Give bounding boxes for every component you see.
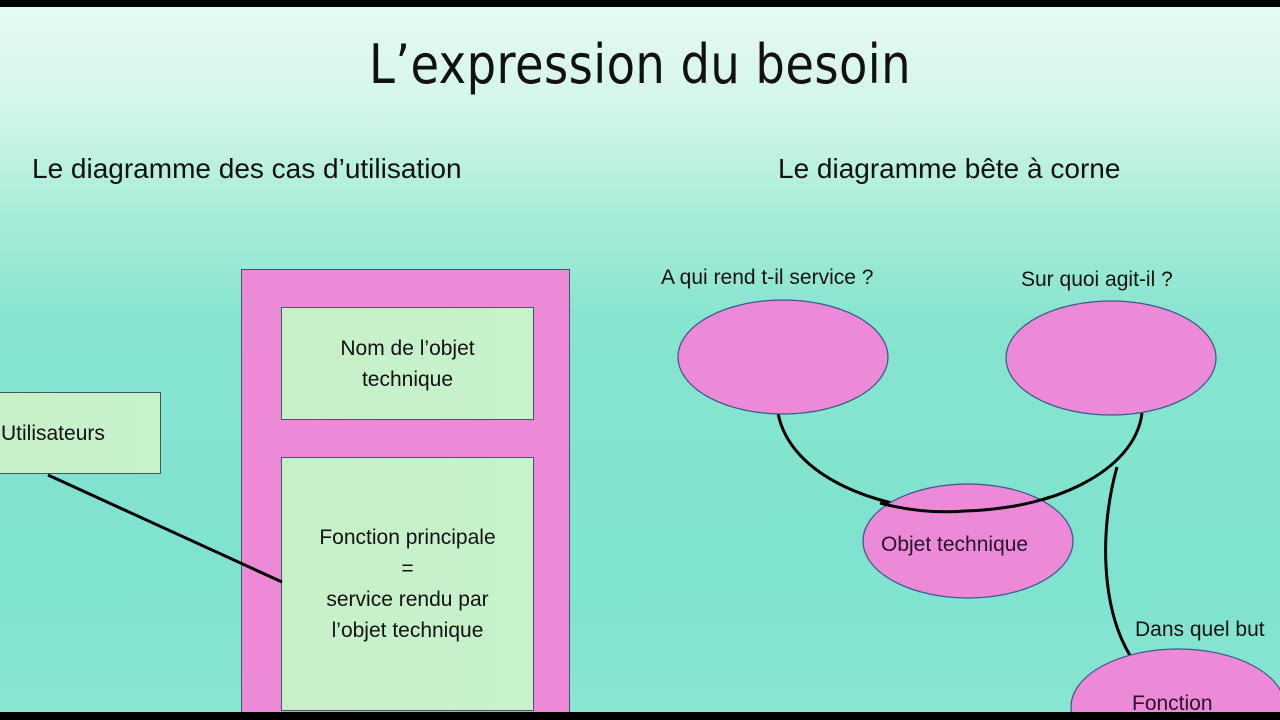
object-name-box: Nom de l’objet technique [281, 307, 534, 420]
slide-title: L’expression du besoin [368, 33, 912, 96]
question-who: A qui rend t-il service ? [661, 266, 874, 289]
slide: L’expression du besoin Le diagramme des … [0, 7, 1280, 712]
horn-curve [776, 412, 1144, 513]
function-ellipse-label: Fonction [1132, 692, 1213, 712]
actor-association-line [47, 473, 283, 584]
bottom-black-bar [0, 712, 1280, 720]
question-what: Sur quoi agit-il ? [1021, 268, 1173, 291]
main-function-line3: service rendu par [326, 588, 489, 611]
top-black-bar [0, 0, 1280, 7]
connector-lines [47, 412, 1144, 658]
actor-box-users: Utilisateurs [0, 392, 161, 474]
main-function-box: Fonction principale = service rendu par … [281, 457, 534, 711]
question-why: Dans quel but [1135, 618, 1265, 641]
main-function-line2: = [401, 557, 414, 580]
horn-diagram-heading: Le diagramme bête à corne [778, 153, 1121, 184]
object-name-line2: technique [361, 367, 454, 391]
main-function-line4: l’objet technique [331, 619, 484, 642]
use-case-heading: Le diagramme des cas d’utilisation [32, 153, 462, 184]
object-name-line1: Nom de l’objet [340, 336, 475, 360]
object-ellipse-label: Objet technique [881, 533, 1029, 556]
goal-connector-line [1104, 466, 1133, 658]
main-function-line1: Fonction principale [319, 526, 496, 549]
actor-label: Utilisateurs [1, 421, 105, 445]
